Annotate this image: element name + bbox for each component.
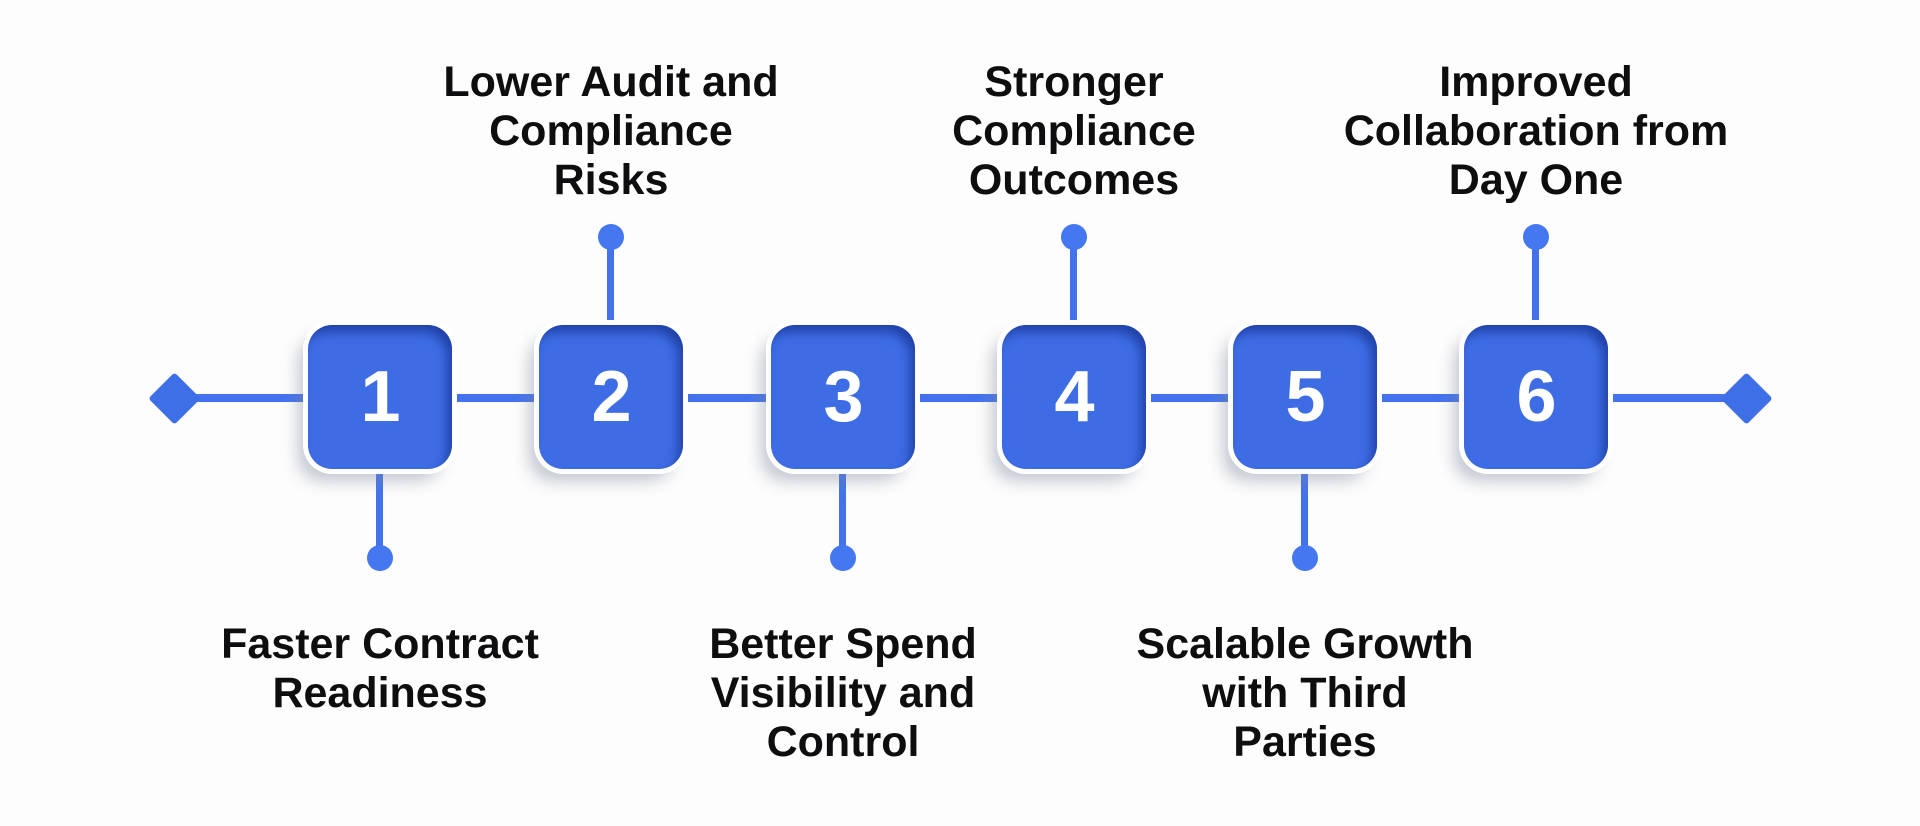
step-6-connector-dot xyxy=(1523,224,1549,250)
step-1-label: Faster Contract Readiness xyxy=(221,620,539,717)
step-3-number: 3 xyxy=(823,357,863,437)
step-6-connector-stem xyxy=(1532,236,1539,328)
step-5-label: Scalable Growth with Third Parties xyxy=(1136,620,1474,766)
step-2-connector-stem xyxy=(607,236,614,328)
step-3-connector-dot xyxy=(830,545,856,571)
step-1-connector-stem xyxy=(376,466,383,560)
step-1-connector-dot xyxy=(367,545,393,571)
step-4-label: Stronger Compliance Outcomes xyxy=(952,58,1196,204)
step-2-connector-dot xyxy=(598,224,624,250)
start-diamond-icon xyxy=(148,372,201,425)
step-1-box: 1 xyxy=(308,325,452,469)
step-5-number: 5 xyxy=(1285,357,1325,437)
step-6-box: 6 xyxy=(1464,325,1608,469)
step-5-connector-dot xyxy=(1292,545,1318,571)
step-2-number: 2 xyxy=(591,357,631,437)
end-diamond-icon xyxy=(1720,372,1773,425)
step-6-label: Improved Collaboration from Day One xyxy=(1343,58,1729,204)
step-3-connector-stem xyxy=(839,466,846,560)
step-2-label: Lower Audit and Compliance Risks xyxy=(443,58,779,204)
step-1-number: 1 xyxy=(360,357,400,437)
step-4-connector-dot xyxy=(1061,224,1087,250)
step-5-connector-stem xyxy=(1301,466,1308,560)
step-6-number: 6 xyxy=(1516,357,1556,437)
timeline-line xyxy=(174,394,1746,402)
step-5-box: 5 xyxy=(1233,325,1377,469)
step-2-box: 2 xyxy=(539,325,683,469)
step-3-box: 3 xyxy=(771,325,915,469)
step-4-box: 4 xyxy=(1002,325,1146,469)
step-4-connector-stem xyxy=(1070,236,1077,328)
step-3-label: Better Spend Visibility and Control xyxy=(709,620,977,766)
step-4-number: 4 xyxy=(1054,357,1094,437)
